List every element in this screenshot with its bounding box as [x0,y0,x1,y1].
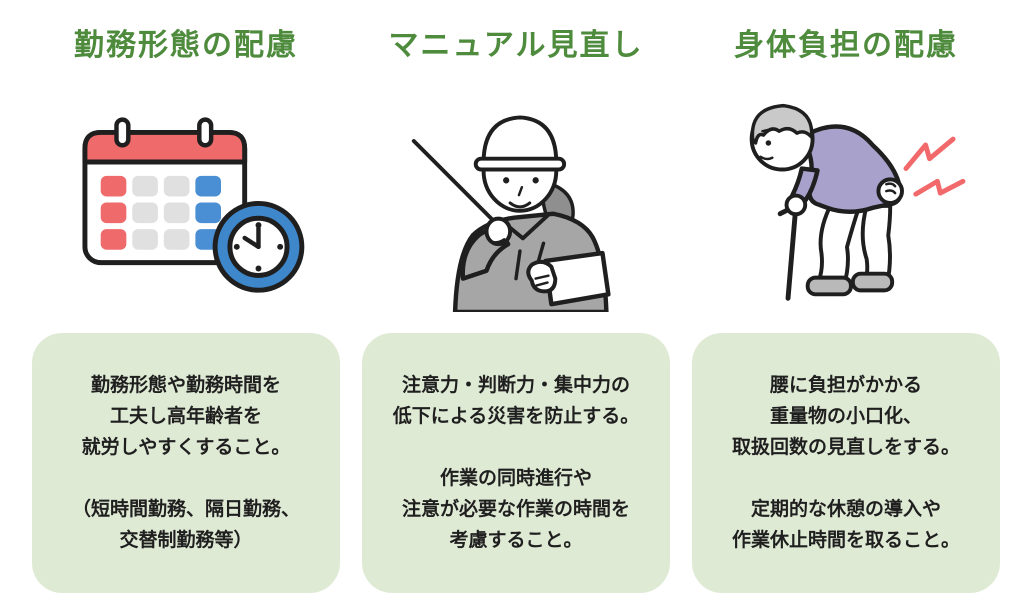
torso [784,123,904,216]
eye [765,139,772,146]
calendar-header [82,129,248,164]
column-title-work-style: 勤務形態の配慮 [74,29,298,62]
pain-zigzag-upper [903,136,956,171]
clipboard [526,240,611,306]
calendar-clock-illustration [32,64,340,333]
worker-pointing-icon [411,114,611,312]
elderly-back-pain-illustration [692,64,1000,333]
legs [805,201,895,296]
eyebrow [761,127,773,132]
eye-right [532,176,539,183]
infographic-board: 勤務形態の配慮 [32,0,1000,593]
hair [750,103,814,145]
description-text-work-style: 勤務形態や勤務時間を 工夫し高年齢者を 就労しやすくすること。 （短時間勤務、隔… [71,375,300,551]
front-shoe [805,275,853,296]
back-shoe [850,271,895,292]
calendar-icon [82,116,248,265]
smile [508,200,532,208]
nose [517,185,524,196]
elderly-back-pain-icon [749,103,966,301]
helmet [481,114,559,165]
elderly-head [749,103,815,171]
worker-pointing-illustration [362,64,670,333]
calendar-ring-right [197,116,214,147]
helmet-brim [473,156,567,171]
column-title-physical-burden: 身体負担の配慮 [734,29,958,62]
pain-marks [903,136,966,197]
description-card-physical-burden: 腰に負担がかかる 重量物の小口化、 取扱回数の見直しをする。 定期的な休憩の導入… [692,333,1000,593]
column-work-style: 勤務形態の配慮 [32,0,340,593]
clock-hour-hand [242,235,261,249]
description-card-work-style: 勤務形態や勤務時間を 工夫し高年齢者を 就労しやすくすること。 （短時間勤務、隔… [32,333,340,593]
pain-zigzag-lower [913,178,966,197]
front-leg [816,201,861,287]
clock-icon [212,200,305,293]
mouth [759,155,774,160]
description-text-physical-burden: 腰に負担がかかる 重量物の小口化、 取扱回数の見直しをする。 定期的な休憩の導入… [731,375,960,551]
calendar-ring-left [114,116,131,147]
hand-on-stick [484,216,513,246]
calendar-grid [100,175,222,250]
eye-left [503,176,510,183]
calendar-clock-icon [82,116,305,293]
description-card-manual-review: 注意力・判断力・集中力の 低下による災害を防止する。 作業の同時進行や 注意が必… [362,333,670,593]
hand-on-cane [784,193,808,216]
column-manual-review: マニュアル見直し [362,0,670,593]
column-physical-burden: 身体負担の配慮 [692,0,1000,593]
cane [777,200,803,301]
pointer-stick [411,138,505,231]
worker-head [473,114,567,213]
description-text-manual-review: 注意力・判断力・集中力の 低下による災害を防止する。 作業の同時進行や 注意が必… [392,375,640,551]
jacket-crease [514,248,522,280]
column-title-manual-review: マニュアル見直し [388,29,644,62]
